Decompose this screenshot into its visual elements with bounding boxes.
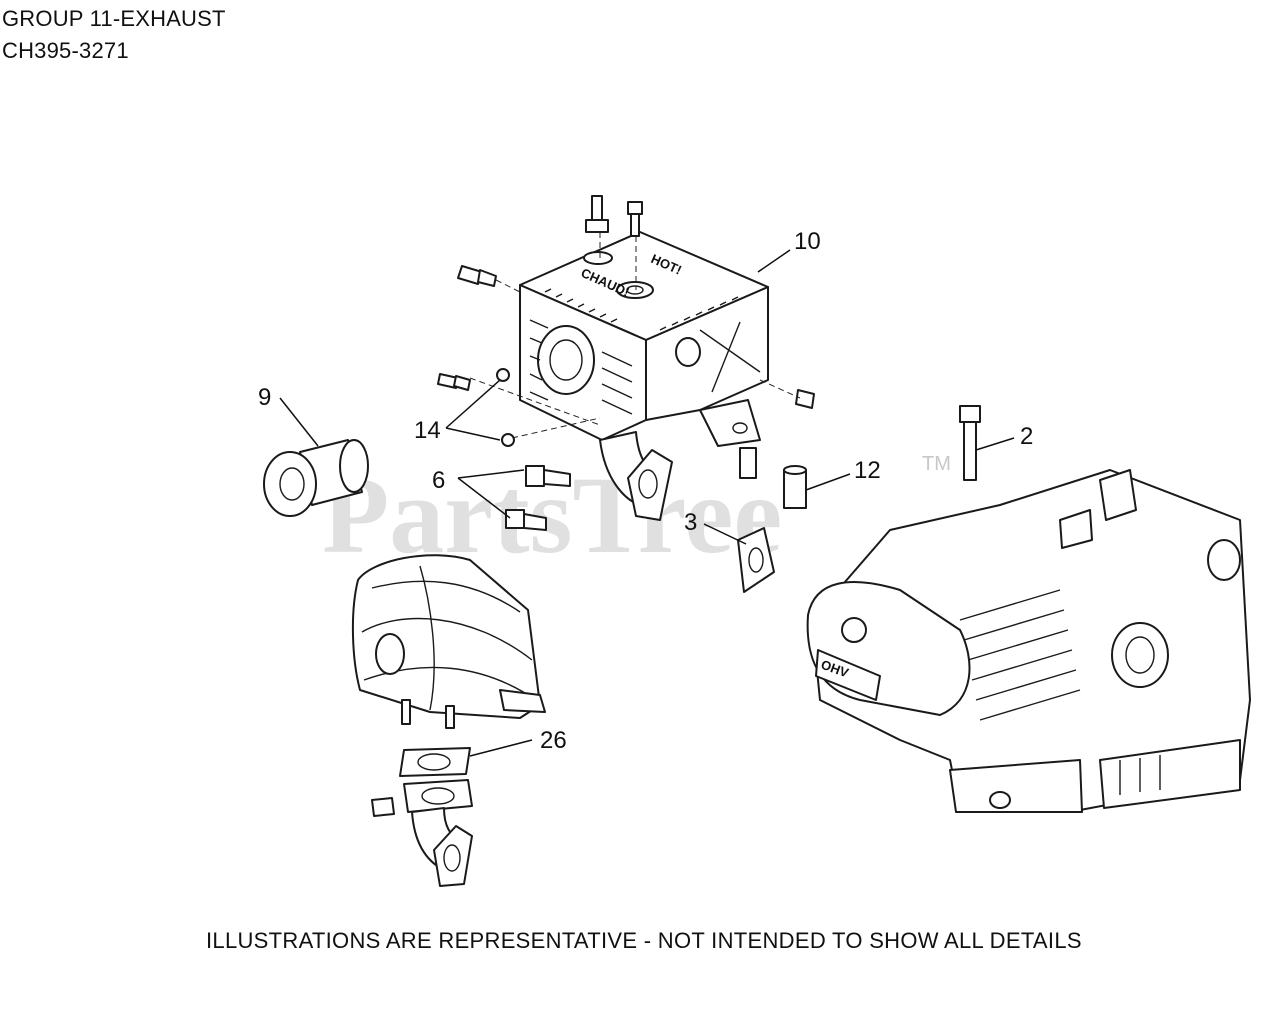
leader-line-6	[457, 469, 525, 519]
engine-block[interactable]: OHV	[806, 469, 1251, 813]
leader-line-14	[445, 379, 501, 441]
part-9-spark-arrestor[interactable]	[263, 439, 369, 517]
leader-line-12	[805, 473, 851, 491]
part-6-bolt-lower[interactable]	[505, 509, 547, 531]
model-number: CH395-3271	[2, 38, 129, 63]
group-title: GROUP 11-EXHAUST	[2, 6, 226, 31]
part-3-exhaust-gasket[interactable]	[737, 527, 775, 593]
part-2-long-bolt[interactable]	[959, 405, 981, 481]
callout-26[interactable]: 26	[540, 727, 567, 754]
exhaust-elbow-pipe[interactable]	[371, 779, 473, 887]
part-6-bolt-upper[interactable]	[525, 465, 571, 487]
callout-10[interactable]: 10	[794, 228, 821, 255]
shield-bolt-right[interactable]	[795, 389, 815, 409]
callout-6[interactable]: 6	[432, 467, 445, 494]
leader-line-3	[703, 523, 747, 545]
shield-bolt-left[interactable]	[457, 265, 497, 287]
leader-line-26	[469, 739, 533, 757]
callout-3[interactable]: 3	[684, 509, 697, 536]
callout-12[interactable]: 12	[854, 457, 881, 484]
leader-line-2	[975, 437, 1015, 451]
part-14-screw-lower[interactable]	[501, 433, 515, 447]
watermark-trademark: TM	[922, 453, 951, 475]
part-10-muffler-heat-shield[interactable]: CHAUD! HOT!	[519, 231, 769, 521]
part-14-screw-upper[interactable]	[437, 368, 510, 391]
muffler-body[interactable]	[351, 554, 546, 729]
leader-line-10	[757, 249, 791, 273]
callout-2[interactable]: 2	[1020, 423, 1033, 450]
part-12-spacer[interactable]	[783, 465, 807, 509]
callout-14[interactable]: 14	[414, 417, 441, 444]
leader-line-9	[279, 397, 319, 447]
disclaimer-note: ILLUSTRATIONS ARE REPRESENTATIVE - NOT I…	[206, 928, 1082, 953]
part-26-flange-gasket[interactable]	[399, 747, 471, 777]
callout-9[interactable]: 9	[258, 384, 271, 411]
shield-bolt-top-center[interactable]	[627, 201, 643, 237]
shield-bolt-top-left[interactable]	[585, 195, 609, 233]
